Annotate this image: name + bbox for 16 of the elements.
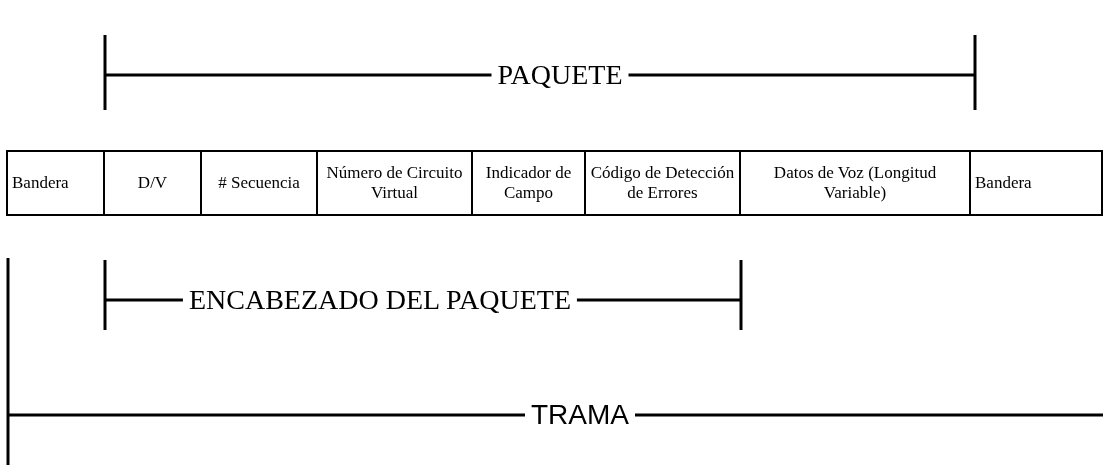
field-label: Bandera — [975, 173, 1032, 193]
field-label: Número de Circuito Virtual — [325, 163, 464, 203]
table-cell — [584, 150, 741, 216]
table-cell — [103, 150, 202, 216]
table-cell — [471, 150, 586, 216]
table-cell — [969, 150, 1103, 216]
field-label: Indicador de Campo — [484, 163, 573, 203]
table-cell — [200, 150, 318, 216]
field-label: Datos de Voz (Longitud Variable) — [772, 163, 938, 203]
field-label: D/V — [137, 173, 168, 193]
table-cell — [316, 150, 473, 216]
table-cell — [739, 150, 971, 216]
field-label: Código de Detección de Errores — [590, 163, 735, 203]
field-label: # Secuencia — [218, 173, 300, 193]
field-label: Bandera — [12, 173, 69, 193]
table-cell — [6, 150, 105, 216]
